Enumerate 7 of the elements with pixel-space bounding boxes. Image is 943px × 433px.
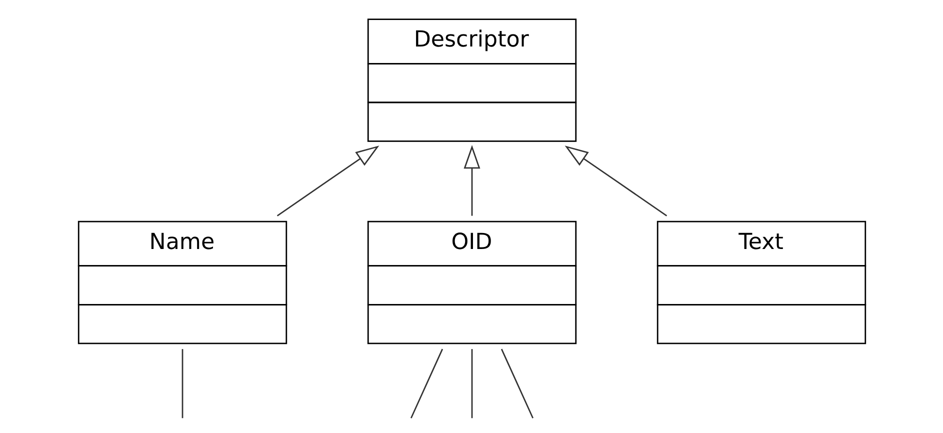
arrow [463,145,480,216]
connector [410,348,443,418]
connector [181,349,183,418]
connector [470,349,472,418]
arrow [276,146,379,216]
arrow [564,146,667,216]
connector [500,348,534,418]
